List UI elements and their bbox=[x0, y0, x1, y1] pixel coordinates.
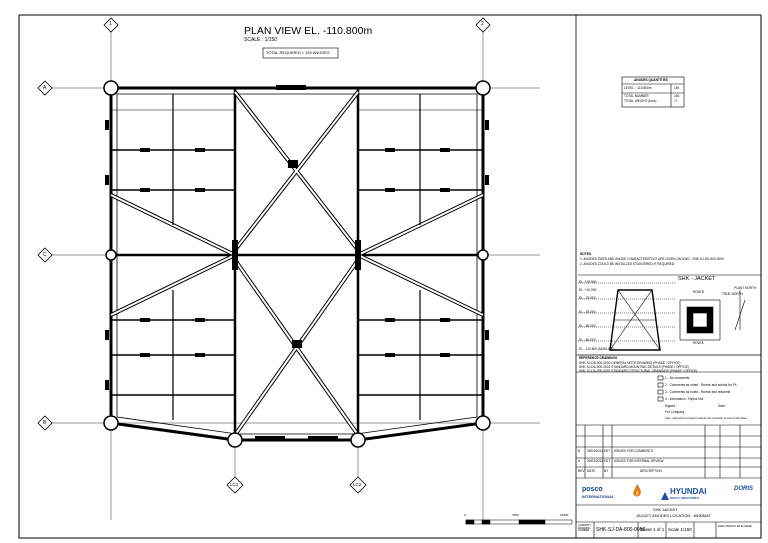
anode-table-level-value: 150 bbox=[674, 86, 680, 90]
rev-a-id: A bbox=[578, 459, 581, 463]
key-plan-title: SHK - JACKET bbox=[678, 276, 716, 282]
reference-line-1: SHK-SJ-DA-900-0000 GENERAL NOTE DRAWING … bbox=[579, 361, 681, 365]
rev-a-date: 30/03/2013 bbox=[587, 459, 603, 463]
scale-bar bbox=[465, 519, 573, 525]
key-plan-row-a: ROW A bbox=[693, 341, 704, 345]
key-plan-el-2: EL. +10.000 bbox=[579, 288, 597, 292]
rev-header-desc: DESCRIPTION bbox=[640, 469, 662, 473]
grid-label-lc2: LC2 bbox=[353, 482, 362, 487]
anode-table-frame bbox=[621, 76, 685, 108]
electronic-file-label: ELECTRONIC FILE NAME bbox=[718, 524, 752, 528]
anode-table-header: ANODES QUANTITIES bbox=[634, 78, 668, 82]
review-date: Date : bbox=[718, 404, 727, 408]
scale-label-0: 0 bbox=[464, 513, 466, 517]
anode-table-level: LEVEL : -110.800m bbox=[624, 86, 652, 90]
grid-lines bbox=[52, 32, 540, 520]
grid-label-lc1: LC1 bbox=[230, 482, 239, 487]
notes-line-2: 2. ANODES COULD BE INSTALLED STAGGERED I… bbox=[580, 262, 675, 266]
key-plan-plant-north: PLANT NORTH bbox=[734, 286, 757, 290]
key-plan-sketch bbox=[578, 274, 761, 356]
anode-table-weight-value: ?? bbox=[674, 99, 678, 103]
sheet-scale: Scale 1/150 bbox=[668, 527, 692, 532]
grid-bubbles bbox=[37, 17, 491, 494]
grid-label-c: C bbox=[43, 252, 47, 258]
jacket-structure bbox=[109, 86, 485, 442]
key-plan-el-5: EL. -65.000 bbox=[579, 324, 596, 328]
review-item-1: 1 - No comments bbox=[665, 376, 690, 380]
review-footnote: Note : Approval of company relieves the … bbox=[665, 417, 748, 420]
anode-table-total: TOTAL NUMBER bbox=[624, 94, 649, 98]
rev-header-date: DATE bbox=[587, 469, 596, 473]
anode-table-weight: TOTAL WEIGHT (tons) bbox=[624, 99, 657, 103]
drawing-name: JACKET ANODES LOCATION - 6630MAT bbox=[636, 513, 711, 518]
posco-logo-sub: INTERNATIONAL bbox=[582, 494, 615, 499]
rev-header-id: REV bbox=[578, 469, 585, 473]
key-plan-el-4: EL. -35.000 bbox=[579, 310, 596, 314]
doris-logo: DORIS bbox=[734, 486, 754, 492]
hyundai-logo-sub: HEAVY INDUSTRIES bbox=[670, 496, 700, 500]
jacket-legs bbox=[103, 80, 491, 448]
grid-label-a: A bbox=[43, 85, 47, 91]
notes-heading: NOTES bbox=[580, 252, 591, 256]
scale-label-7500: 7500 bbox=[512, 513, 519, 517]
company-drawing-label: COMPANY DRAWING NUMBER bbox=[578, 524, 591, 533]
review-signed: Signed : bbox=[665, 404, 677, 408]
rev-a-by: KST bbox=[604, 459, 611, 463]
reference-line-2: SHK-SJ-DA-900-0001 STANDARD MOUNTING DET… bbox=[579, 365, 689, 369]
review-company: For Company bbox=[665, 410, 685, 414]
reference-line-3: SHK-SJ-DA-900-0002 STANDARD STRUCTURAL D… bbox=[579, 369, 698, 373]
review-item-2: 2 - Comments as noted - Revise and submi… bbox=[665, 383, 737, 387]
hyundai-triangle-icon bbox=[661, 487, 669, 500]
rev-b-date: 25/04/2013 bbox=[587, 449, 603, 453]
key-plan-true-north: TRUE NORTH bbox=[722, 292, 743, 296]
key-plan-row-b: ROW B bbox=[693, 290, 704, 294]
posco-logo: posco bbox=[582, 486, 603, 493]
anode-table-total-value: 150 bbox=[674, 94, 680, 98]
sheet-number: Sheet 1 of 1 bbox=[640, 527, 665, 532]
rev-b-desc: ISSUED FOR COMMENTS bbox=[614, 449, 653, 453]
reference-heading: REFERENCE DRAWINGS bbox=[579, 356, 618, 360]
key-plan-el-3: EL. -15.000 bbox=[579, 296, 596, 300]
flame-logo-icon bbox=[631, 484, 643, 498]
key-plan-el-7: EL. -110.800 (MUDLINE) bbox=[579, 347, 615, 351]
scale-label-15000: 15000 bbox=[560, 513, 569, 517]
key-plan-el-1: EL. +15.000 bbox=[579, 280, 597, 284]
title-block-lines bbox=[576, 354, 761, 538]
rev-header-by: BY bbox=[604, 469, 609, 473]
document-number: SHK-SJ-DA-800-0056 bbox=[596, 527, 646, 533]
total-required: TOTAL REQUIRED = 150 ANODES bbox=[266, 50, 330, 55]
anode-markers bbox=[105, 85, 489, 440]
key-plan-el-6: EL. -80.000 bbox=[579, 338, 596, 342]
hyundai-logo: HYUNDAI bbox=[670, 487, 707, 496]
grid-label-b: B bbox=[43, 420, 47, 426]
grid-label-1: 1 bbox=[109, 21, 112, 27]
rev-a-desc: ISSUED FOR INTERNAL REVIEW bbox=[614, 459, 664, 463]
project-name: SHK JACKET bbox=[653, 507, 678, 512]
notes-line-1: 1. ANODES SIZES AND ANODE CHARACTERISTIC… bbox=[580, 257, 724, 261]
grid-label-2: 2 bbox=[481, 21, 484, 27]
drawing-scale: SCALE : 1/150 bbox=[244, 37, 278, 43]
rev-b-id: B bbox=[578, 449, 581, 453]
review-item-4: 4 - Information - Reject Not bbox=[665, 397, 704, 401]
review-item-3: 3 - Comments as noted - Revise and resub… bbox=[665, 390, 731, 394]
drawing-title: PLAN VIEW EL. -110.800m bbox=[244, 25, 373, 37]
rev-b-by: KST bbox=[604, 449, 611, 453]
